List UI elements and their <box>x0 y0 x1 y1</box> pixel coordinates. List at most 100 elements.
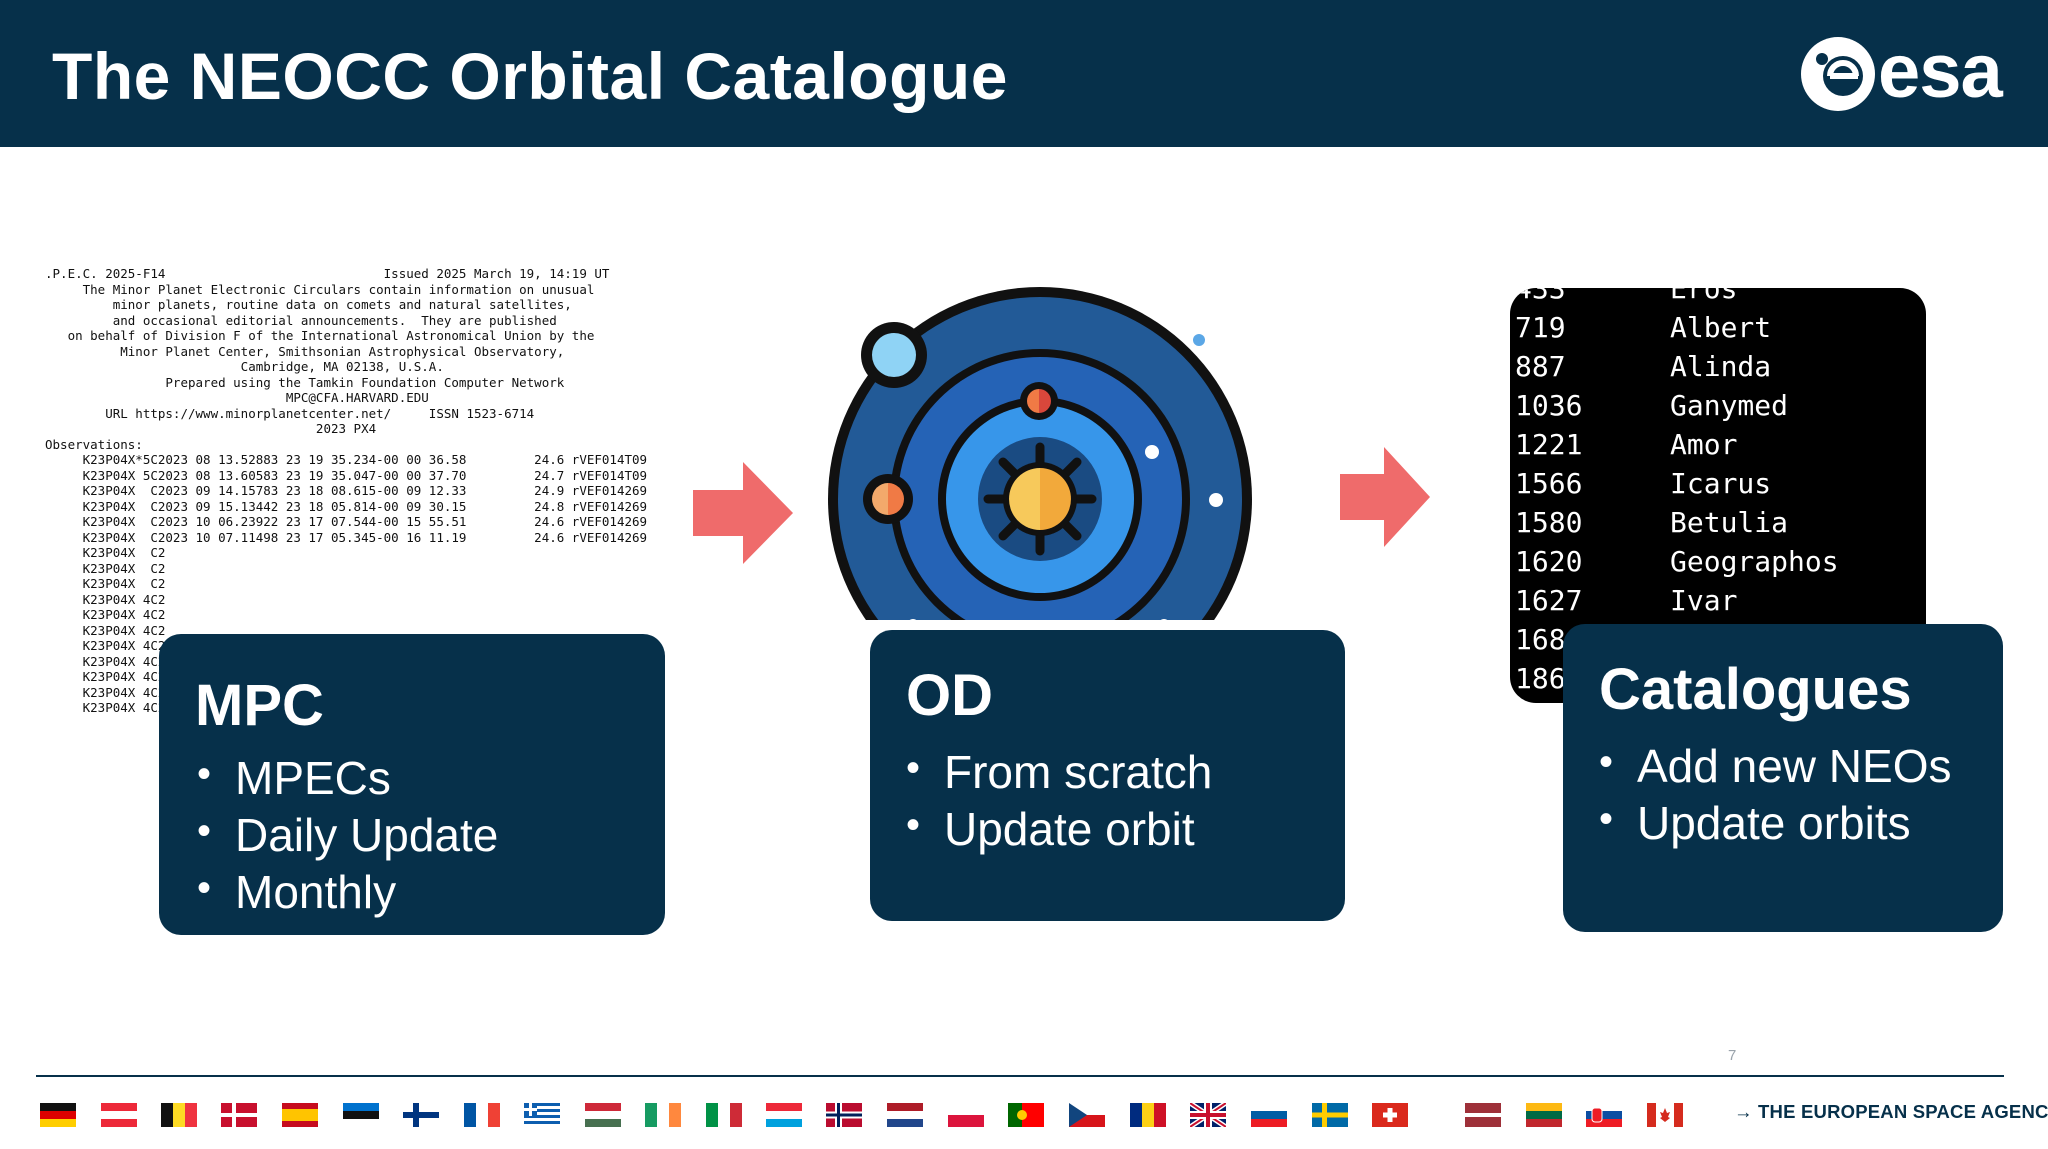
header-bar: The NEOCC Orbital Catalogue esa <box>0 0 2048 147</box>
flag-czechia-icon <box>1069 1103 1105 1127</box>
mpec-line: Minor Planet Center, Smithsonian Astroph… <box>45 343 565 359</box>
asteroid-name: Eros <box>1670 288 1738 305</box>
asteroid-number: 1580 <box>1515 506 1583 539</box>
mpec-line: URL https://www.minorplanetcenter.net/ I… <box>45 405 535 421</box>
flag-ireland-icon <box>645 1103 681 1127</box>
mpc-card-title: MPC <box>195 673 324 738</box>
right-arrow-icon <box>1340 447 1430 547</box>
footer-tagline: → THE EUROPEAN SPACE AGENCY <box>1734 1101 2048 1122</box>
mpec-line: K23P04X C2023 09 15.13442 23 18 05.814-0… <box>45 498 648 514</box>
mpec-line: on behalf of Division F of the Internati… <box>45 328 595 343</box>
list-item: •From scratch <box>906 744 1212 801</box>
asteroid-name: Geographos <box>1670 545 1839 578</box>
flag-italy-icon <box>706 1103 742 1127</box>
asteroid-number: 1620 <box>1515 545 1583 578</box>
asteroid-name: Albert <box>1670 311 1772 344</box>
mpc-card: MPC •MPECs •Daily Update •Monthly <box>159 634 665 935</box>
mpec-line: K23P04X 5C2023 08 13.60583 23 19 35.047-… <box>45 467 648 483</box>
mpec-line: K23P04X C2 <box>45 560 166 576</box>
mpec-line: K23P04X C2023 10 06.23922 23 17 07.544-0… <box>45 514 648 529</box>
asteroid-name: Ivar <box>1670 584 1738 617</box>
asteroid-number: 1036 <box>1515 389 1583 422</box>
right-arrow-icon <box>693 462 793 564</box>
flag-luxembourg-icon <box>766 1103 802 1127</box>
list-item: •Daily Update <box>197 807 498 864</box>
mpec-line: minor planets, routine data on comets an… <box>45 297 572 312</box>
flag-belgium-icon <box>161 1103 197 1127</box>
bullet-icon: • <box>197 809 212 853</box>
asteroid-number: 1627 <box>1515 584 1583 617</box>
flag-spain-icon <box>282 1103 318 1127</box>
flag-lithuania-icon <box>1526 1103 1562 1127</box>
asteroid-number: 433 <box>1515 288 1566 305</box>
mpc-bullet-list: •MPECs •Daily Update •Monthly <box>197 750 498 921</box>
mpec-line: K23P04X C2 <box>45 545 166 560</box>
flag-slovenia-icon <box>1251 1103 1287 1127</box>
catalogues-card: Catalogues •Add new NEOs •Update orbits <box>1563 624 2003 932</box>
mpec-line: Cambridge, MA 02138, U.S.A. <box>45 359 444 374</box>
mpec-line: K23P04X C2023 10 07.11498 23 17 05.345-0… <box>45 529 648 545</box>
flag-denmark-icon <box>221 1103 257 1127</box>
bullet-icon: • <box>906 803 921 847</box>
mpec-line: K23P04X 4C2 <box>45 591 166 607</box>
mpec-line: .P.E.C. 2025-F14 Issued 2025 March 19, 1… <box>45 266 610 281</box>
flag-germany-icon <box>40 1103 76 1127</box>
flag-romania-icon <box>1130 1103 1166 1127</box>
flag-norway-icon <box>826 1103 862 1127</box>
mpec-line: Prepared using the Tamkin Foundation Com… <box>45 374 565 390</box>
flag-finland-icon <box>403 1103 439 1127</box>
mpec-line: K23P04X C2 <box>45 576 166 591</box>
page-number: 7 <box>1728 1047 1737 1064</box>
solar-system-icon <box>828 287 1252 631</box>
flag-switzerland-icon <box>1372 1103 1408 1127</box>
list-item: •Update orbits <box>1599 795 1951 852</box>
flag-latvia-icon <box>1465 1103 1501 1127</box>
flag-netherlands-icon <box>887 1103 923 1127</box>
flag-poland-icon <box>948 1103 984 1127</box>
asteroid-name: Ganymed <box>1670 389 1789 422</box>
flag-sweden-icon <box>1312 1103 1348 1127</box>
flag-france-icon <box>464 1103 500 1127</box>
flag-slovakia-icon <box>1586 1103 1622 1127</box>
asteroid-number: 186 <box>1515 662 1566 695</box>
asteroid-name: Alinda <box>1670 350 1772 383</box>
mpec-line: MPC@CFA.HARVARD.EDU <box>45 390 429 405</box>
mpec-line: The Minor Planet Electronic Circulars co… <box>45 281 595 297</box>
bullet-icon: • <box>906 746 921 790</box>
flag-hungary-icon <box>585 1103 621 1127</box>
od-card-title: OD <box>906 663 993 728</box>
mpec-line: K23P04X C2023 09 14.15783 23 18 08.615-0… <box>45 483 648 498</box>
esa-logo-mark-icon <box>1801 37 1875 111</box>
catalogues-bullet-list: •Add new NEOs •Update orbits <box>1599 738 1951 852</box>
list-item: •Update orbit <box>906 801 1212 858</box>
bullet-icon: • <box>1599 797 1614 841</box>
catalogues-card-title: Catalogues <box>1599 657 1912 722</box>
asteroid-number: 168 <box>1515 623 1566 656</box>
sun-icon <box>983 442 1097 556</box>
asteroid-name: Amor <box>1670 428 1738 461</box>
list-item: •Add new NEOs <box>1599 738 1951 795</box>
bullet-icon: • <box>197 752 212 796</box>
mpec-line: and occasional editorial announcements. … <box>45 312 557 328</box>
mpec-line: K23P04X 4C2 <box>45 622 166 638</box>
flag-austria-icon <box>101 1103 137 1127</box>
mpec-line: K23P04X*5C2023 08 13.52883 23 19 35.234-… <box>45 452 648 467</box>
flag-united-kingdom-icon <box>1190 1103 1226 1127</box>
list-item: •Monthly <box>197 864 498 921</box>
bullet-icon: • <box>1599 740 1614 784</box>
esa-logo-text: esa <box>1878 29 2003 114</box>
flag-canada-icon <box>1647 1103 1683 1127</box>
asteroid-number: 719 <box>1515 311 1566 344</box>
flag-portugal-icon <box>1008 1103 1044 1127</box>
od-card: OD •From scratch •Update orbit <box>870 630 1345 921</box>
bullet-icon: • <box>197 866 212 910</box>
mpec-line: Observations: <box>45 436 143 452</box>
mpec-line: 2023 PX4 <box>45 421 377 436</box>
asteroid-number: 1566 <box>1515 467 1583 500</box>
esa-logo: esa <box>1800 29 2012 114</box>
mpec-line: K23P04X 4C2 <box>45 607 166 622</box>
slide-title: The NEOCC Orbital Catalogue <box>52 39 1008 113</box>
asteroid-name: Betulia <box>1670 506 1789 539</box>
asteroid-name: Icarus <box>1670 467 1772 500</box>
od-bullet-list: •From scratch •Update orbit <box>906 744 1212 858</box>
